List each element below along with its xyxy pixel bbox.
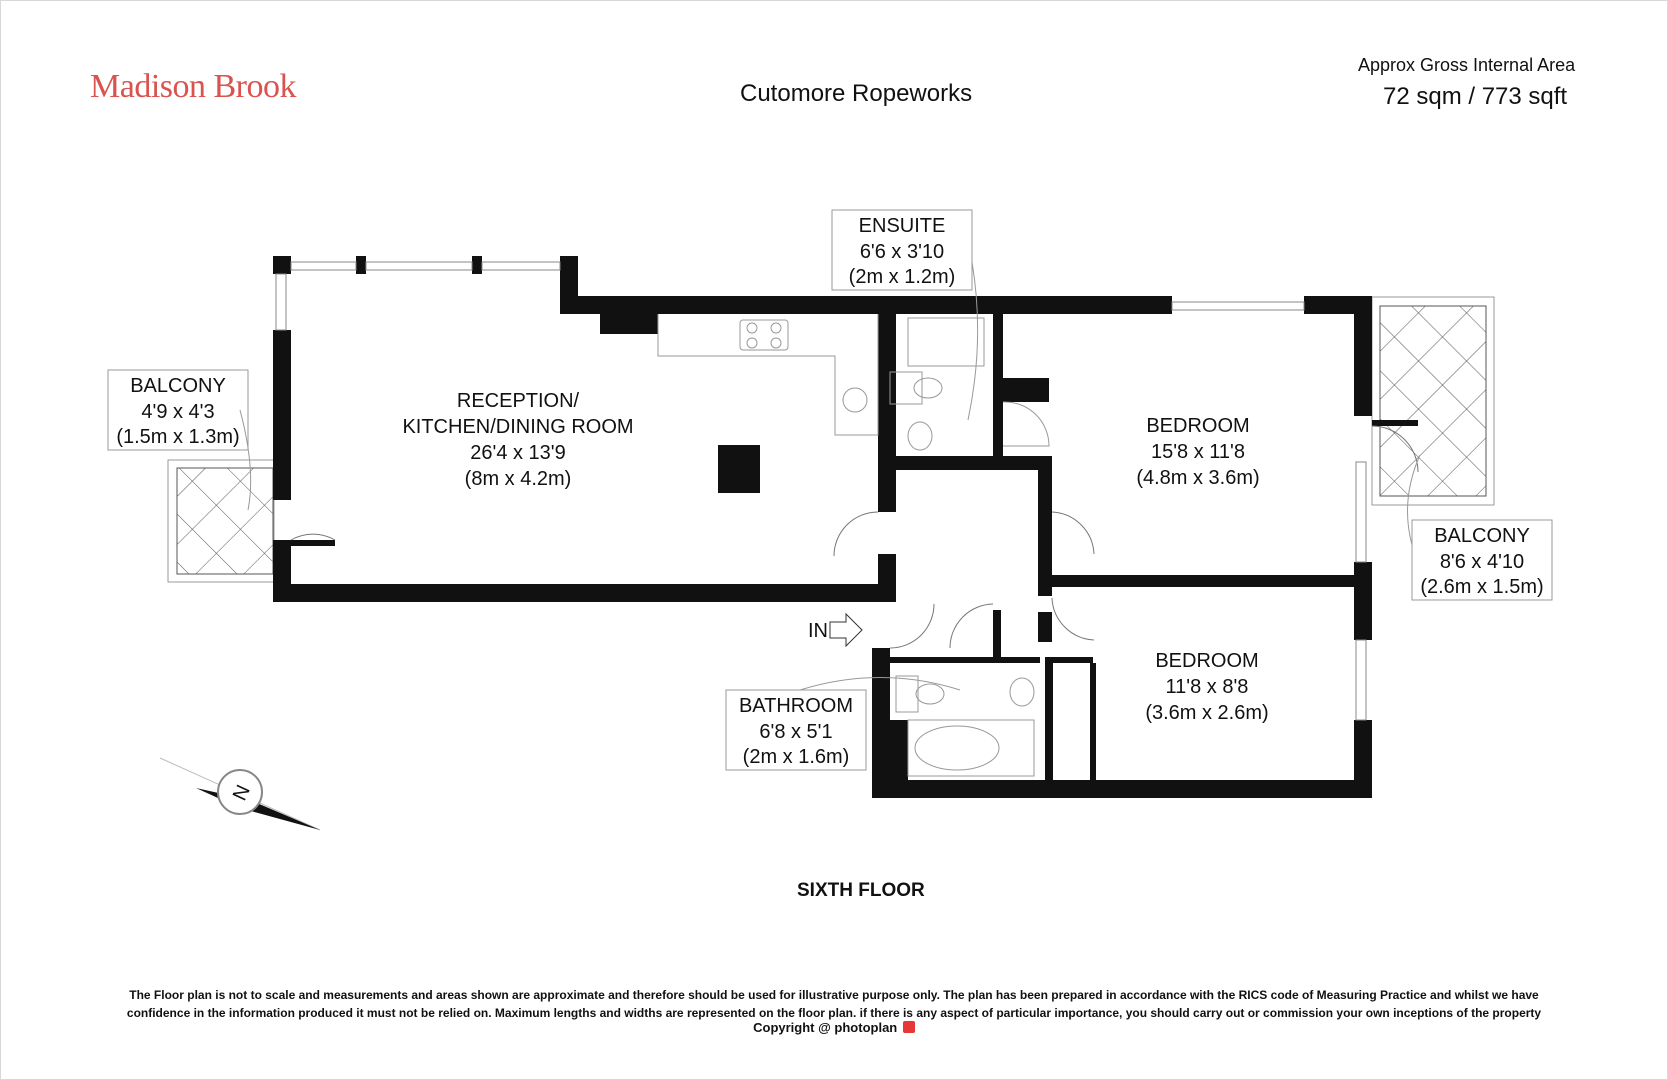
svg-text:15'8 x 11'8: 15'8 x 11'8 (1151, 441, 1245, 463)
svg-text:BEDROOM: BEDROOM (1155, 650, 1258, 672)
doors (290, 425, 1419, 649)
svg-text:6'8 x 5'1: 6'8 x 5'1 (759, 721, 832, 743)
svg-text:6'6 x 3'10: 6'6 x 3'10 (860, 241, 944, 263)
windows (275, 261, 1367, 721)
svg-text:26'4 x 13'9: 26'4 x 13'9 (470, 442, 566, 464)
copyright: Copyright @ photoplan (0, 1020, 1668, 1035)
svg-text:(4.8m x 3.6m): (4.8m x 3.6m) (1136, 467, 1259, 489)
svg-text:4'9 x 4'3: 4'9 x 4'3 (141, 401, 214, 423)
walls (273, 256, 1418, 798)
svg-text:(8m x 4.2m): (8m x 4.2m) (465, 468, 572, 490)
balcony-left-area (167, 459, 275, 583)
svg-text:(2m x 1.6m): (2m x 1.6m) (743, 746, 850, 768)
kitchen-counter (657, 314, 879, 436)
bathroom-fixtures (895, 675, 1035, 777)
svg-text:(1.5m x 1.3m): (1.5m x 1.3m) (116, 426, 239, 448)
callout-balcony-left: BALCONY 4'9 x 4'3 (1.5m x 1.3m) (107, 369, 252, 511)
room-label-reception: RECEPTION/ KITCHEN/DINING ROOM 26'4 x 13… (402, 390, 633, 490)
room-label-bedroom-2: BEDROOM 11'8 x 8'8 (3.6m x 2.6m) (1145, 650, 1268, 724)
entrance-marker: IN (808, 612, 863, 648)
svg-text:(2m x 1.2m): (2m x 1.2m) (849, 266, 956, 288)
ensuite-fixtures (889, 317, 1050, 451)
area-value: 72 sqm / 773 sqft (1383, 83, 1568, 110)
disclaimer-line-1: The Floor plan is not to scale and measu… (129, 988, 1539, 1002)
svg-text:(3.6m x 2.6m): (3.6m x 2.6m) (1145, 702, 1268, 724)
svg-text:(2.6m x 1.5m): (2.6m x 1.5m) (1420, 576, 1543, 598)
disclaimer-line-2: confidence in the information produced i… (126, 1006, 1542, 1020)
svg-text:RECEPTION/: RECEPTION/ (457, 390, 580, 412)
svg-text:8'6 x 4'10: 8'6 x 4'10 (1440, 551, 1524, 573)
kitchen-island (718, 445, 760, 493)
svg-text:BALCONY: BALCONY (130, 375, 226, 397)
svg-text:KITCHEN/DINING ROOM: KITCHEN/DINING ROOM (402, 416, 633, 438)
disclaimer: The Floor plan is not to scale and measu… (80, 986, 1588, 1022)
room-label-bedroom-1: BEDROOM 15'8 x 11'8 (4.8m x 3.6m) (1136, 415, 1259, 489)
callout-ensuite: ENSUITE 6'6 x 3'10 (2m x 1.2m) (831, 209, 979, 421)
svg-text:BATHROOM: BATHROOM (739, 695, 853, 717)
svg-text:BALCONY: BALCONY (1434, 525, 1530, 547)
svg-text:BEDROOM: BEDROOM (1146, 415, 1249, 437)
balcony-right-area (1371, 296, 1495, 506)
svg-text:11'8 x 8'8: 11'8 x 8'8 (1166, 676, 1249, 698)
floor-label: SIXTH FLOOR (797, 880, 925, 901)
compass-icon: N (159, 757, 321, 831)
property-title: Cutomore Ropeworks (740, 80, 973, 107)
svg-text:IN: IN (808, 620, 828, 642)
photoplan-logo: photoplan (834, 1020, 898, 1035)
photoplan-logo-icon (902, 1021, 915, 1033)
brand-logo: Madison Brook (90, 68, 297, 105)
callout-balcony-right: BALCONY 8'6 x 4'10 (2.6m x 1.5m) (1407, 454, 1553, 601)
copyright-text: Copyright @ (753, 1020, 831, 1035)
callout-bathroom: BATHROOM 6'8 x 5'1 (2m x 1.6m) (725, 677, 961, 771)
area-label: Approx Gross Internal Area (1358, 55, 1576, 75)
svg-text:ENSUITE: ENSUITE (859, 215, 946, 237)
